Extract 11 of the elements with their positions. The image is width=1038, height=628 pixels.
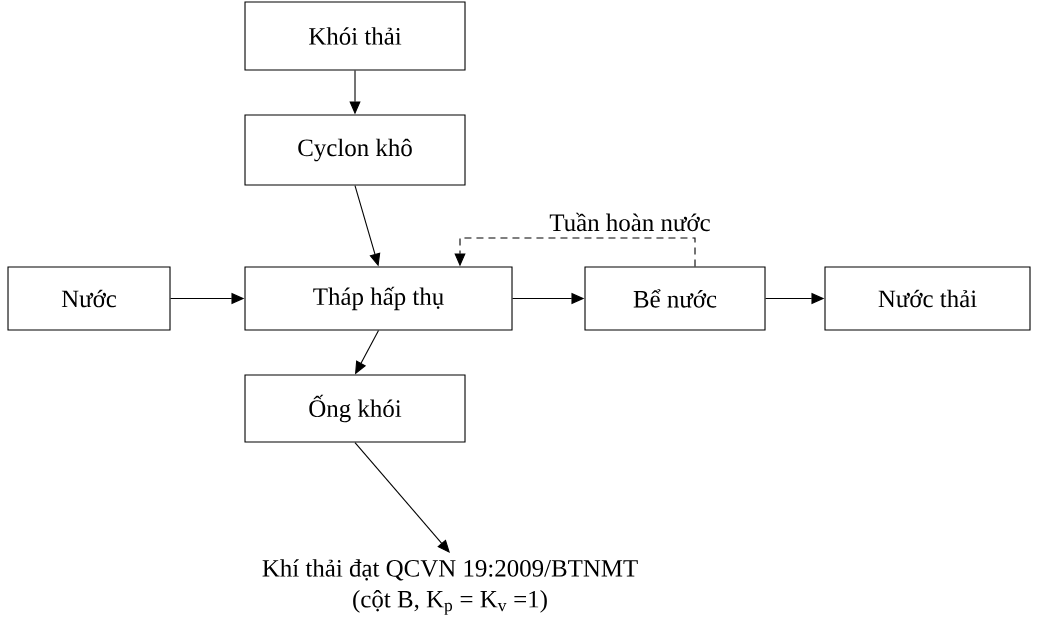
process-box: Cyclon khô <box>244 114 466 186</box>
process-box: Nước thải <box>824 266 1031 331</box>
edge-label: Tuần hoàn nước <box>548 211 712 233</box>
output-text: Khí thải đạt QCVN 19:2009/BTNMT (cột B, K$_{p}$ = K$_{v}$ =1) <box>262 559 638 615</box>
process-box: Nước <box>7 266 171 331</box>
process-box: Ống khói <box>244 374 466 443</box>
dashed-arrow <box>454 237 696 267</box>
arrow <box>354 442 450 553</box>
process-box: Bể nước <box>584 266 766 331</box>
process-box: Tháp hấp thụ <box>244 266 513 331</box>
process-box: Khói thải <box>244 1 466 71</box>
